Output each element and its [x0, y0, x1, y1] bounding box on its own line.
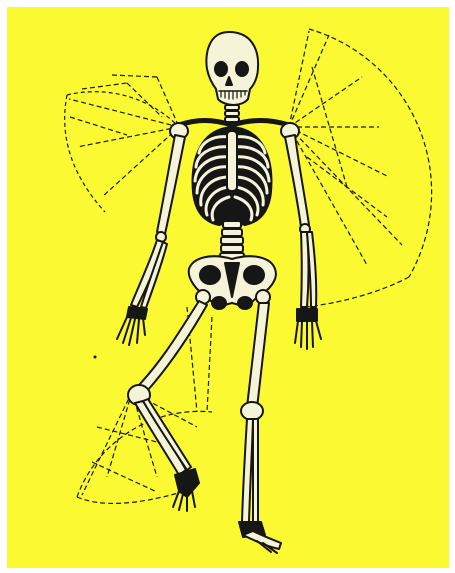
right-arm — [285, 135, 321, 349]
rib-cage — [193, 127, 272, 225]
lumbar-spine — [220, 221, 244, 260]
yellow-plate — [7, 7, 449, 568]
skeleton-illustration — [7, 7, 449, 568]
skull — [206, 32, 258, 105]
left-leg — [128, 290, 210, 511]
left-arm-motion-fan — [65, 75, 179, 212]
right-leg — [239, 290, 281, 553]
left-arm — [117, 135, 185, 345]
stray-mark — [94, 356, 97, 359]
neck-vertebrae — [225, 105, 239, 122]
skeleton — [117, 32, 321, 553]
